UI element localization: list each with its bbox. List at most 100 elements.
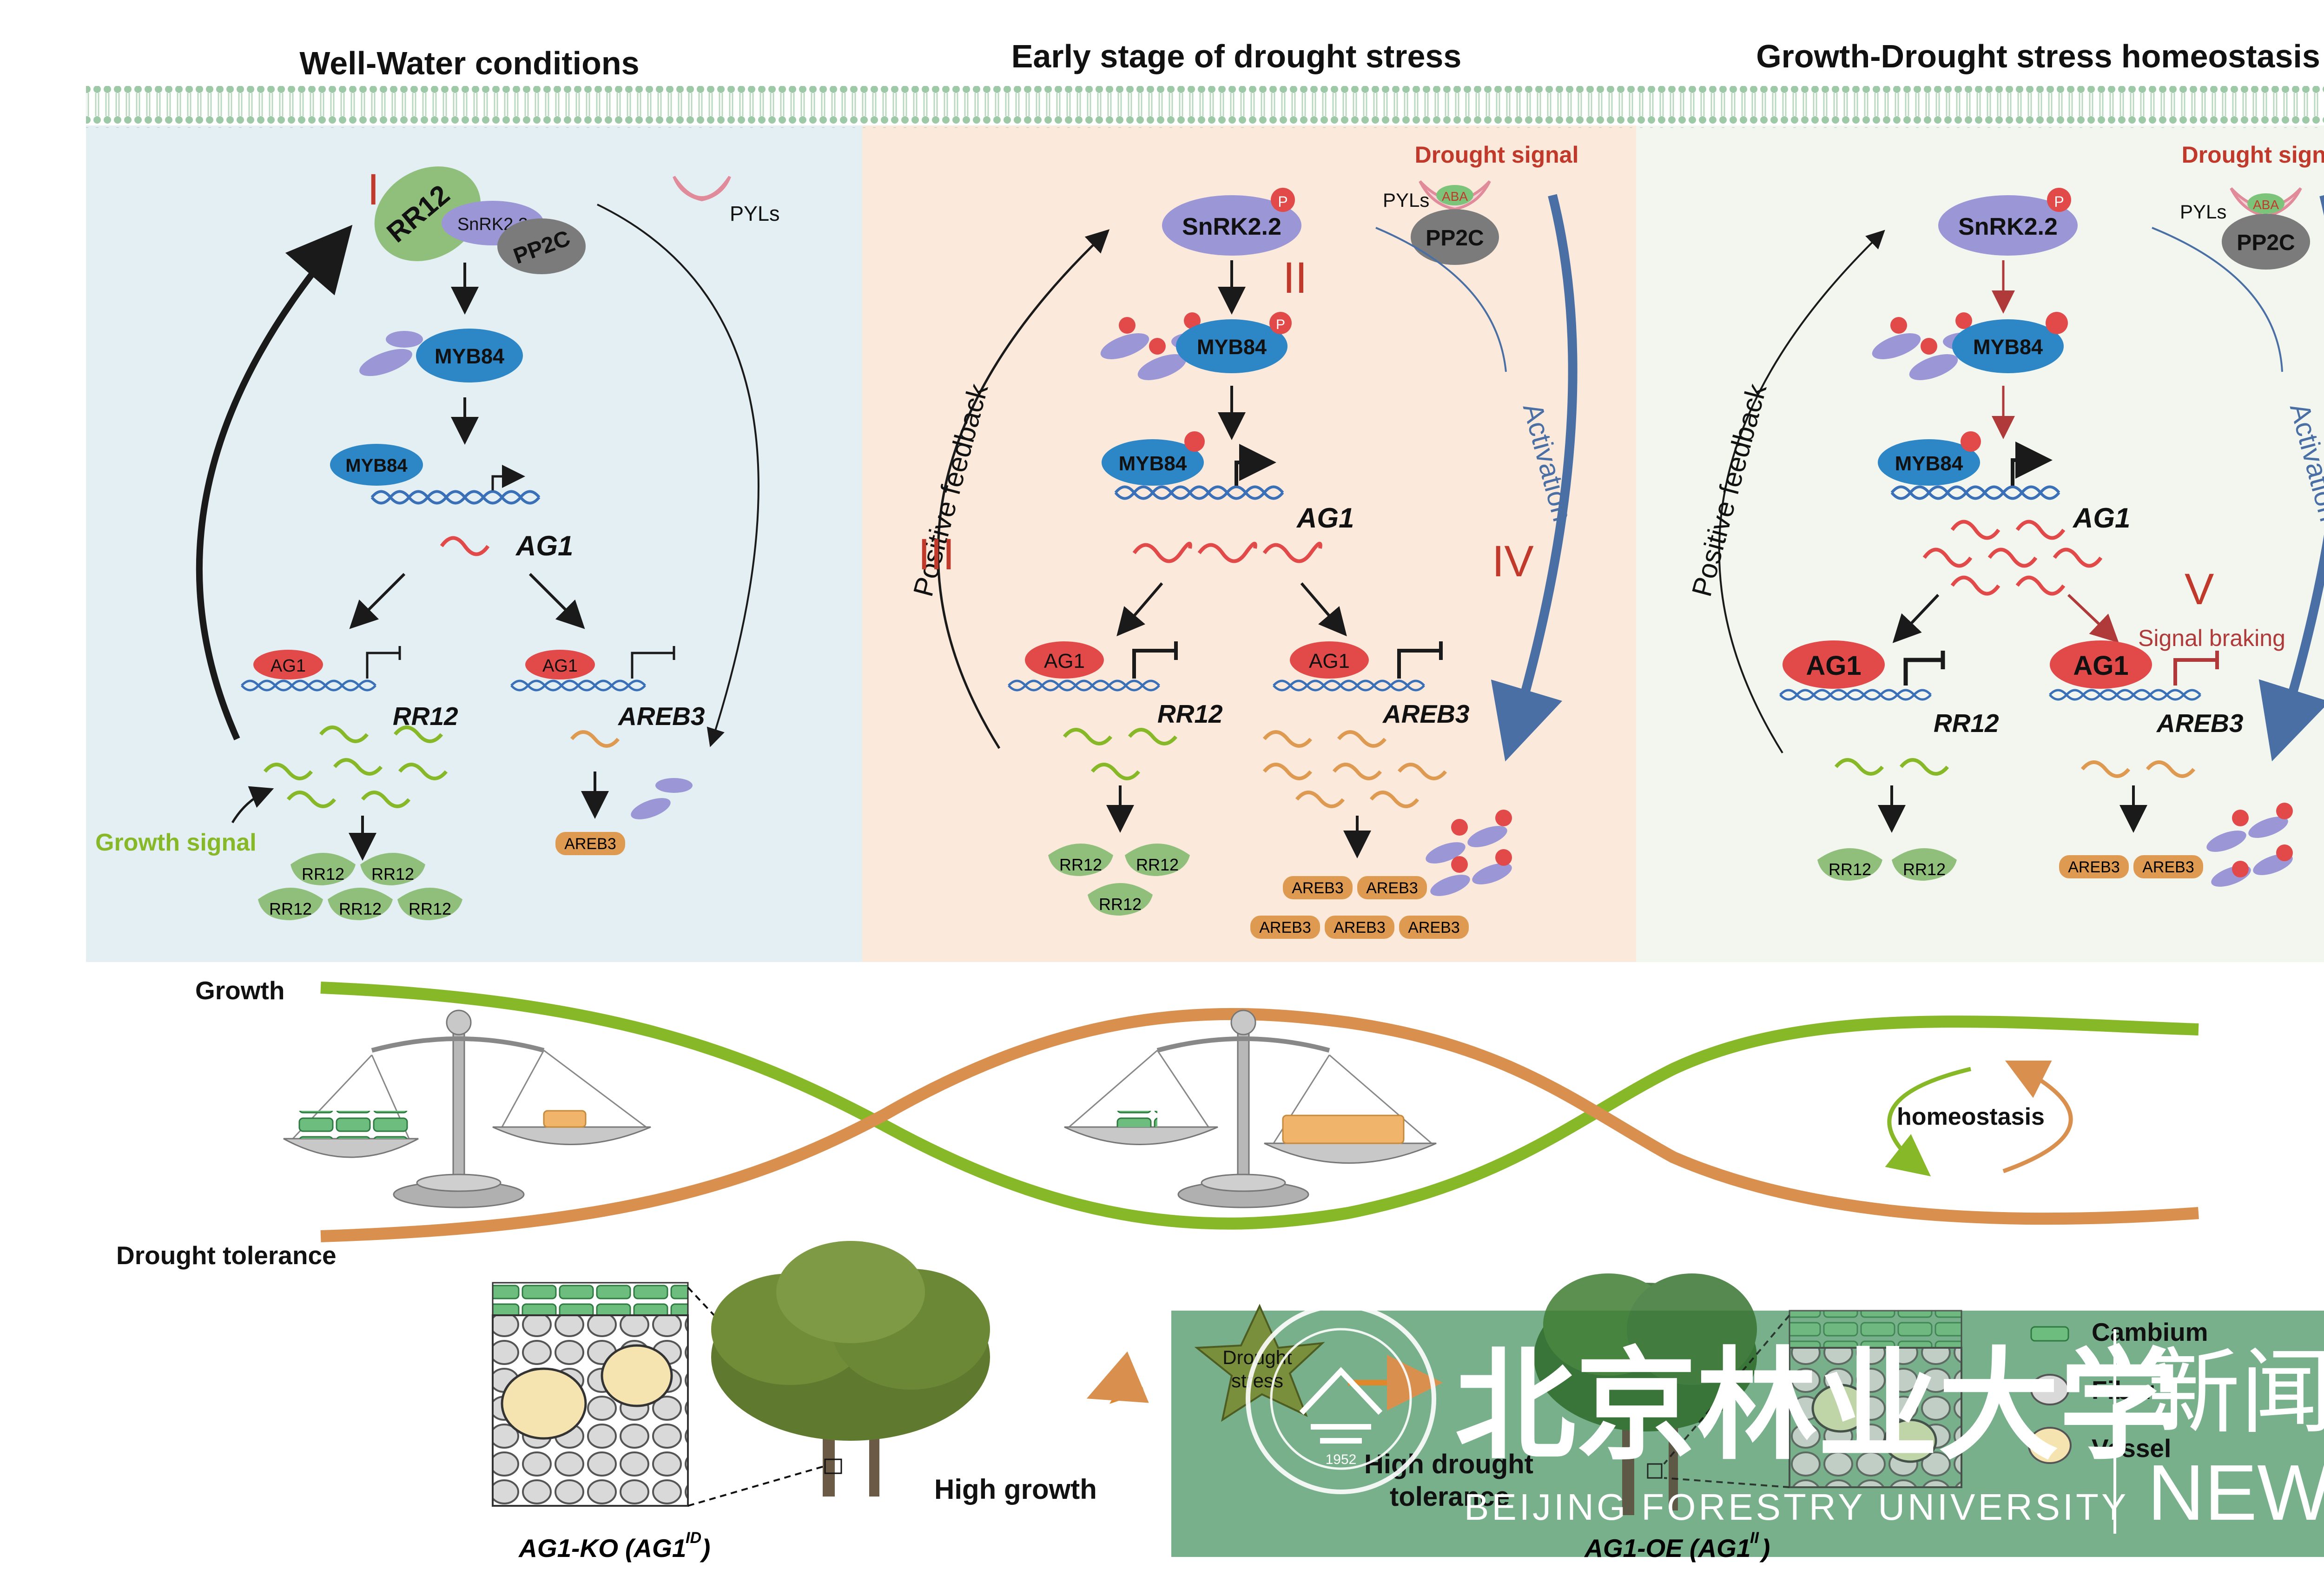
ag1-protein	[1025, 641, 1104, 679]
rr12-label: RR12	[302, 864, 344, 884]
ag1-label: AG1	[1044, 650, 1085, 673]
pyls-label: PYLs	[2180, 201, 2226, 223]
cambium-layer	[492, 1282, 689, 1316]
areb3-label: AREB3	[1366, 879, 1418, 897]
tree-oe	[1534, 1273, 1757, 1515]
rr12-label: RR12	[1059, 855, 1102, 874]
panel-1: I RR12 SnRK2.2 PP2C PYLs MYB84 MYB84 AG1	[95, 165, 780, 920]
myb84-label: MYB84	[435, 344, 504, 368]
areb3-label: AREB3	[1334, 919, 1386, 936]
arrow	[1300, 582, 1347, 637]
repression-symbol	[1132, 641, 1178, 679]
numeral-III: III	[918, 530, 955, 579]
rr12-protein-cluster	[258, 853, 462, 920]
wood-section-oe	[1663, 1310, 1962, 1488]
growth-curve	[320, 982, 2199, 1230]
homeostasis-arrow-green	[1885, 1067, 1972, 1177]
rr12-label: RR12	[1829, 860, 1871, 879]
dna-strand	[1008, 679, 1160, 692]
balance-scale-left	[283, 1009, 651, 1208]
homeostasis-arrow-orange	[2002, 1060, 2073, 1174]
rr12-gene-label: RR12	[1934, 709, 1999, 738]
vessel-cell	[601, 1344, 673, 1407]
rr12-gene-label: RR12	[393, 702, 458, 731]
snrk-fragment	[631, 798, 671, 819]
wood-section-ko: AG1-KO (AG1 ID )	[492, 1282, 833, 1563]
panel-1-title: Well-Water conditions	[299, 45, 639, 81]
ag1-label: AG1	[542, 656, 578, 676]
vessel-cell	[501, 1367, 587, 1440]
rr12-label: RR12	[1136, 855, 1179, 874]
ag1-label: AG1	[1309, 650, 1350, 673]
oe-sup: II	[1750, 1529, 1759, 1547]
activation-thin-arc	[2152, 227, 2283, 372]
pp2c-label: PP2C	[2237, 231, 2295, 255]
ko-paren-close: )	[700, 1534, 710, 1563]
numeral-II: II	[1283, 253, 1307, 303]
fiber-cells	[1789, 1347, 1962, 1488]
phospho-snrk-fragments	[2206, 803, 2293, 887]
drought-tolerance-label: Drought tolerance	[116, 1241, 337, 1270]
dna-strand	[241, 679, 376, 692]
snrk-fragment	[655, 778, 693, 793]
dna-strand	[2049, 689, 2201, 701]
repression-symbol	[631, 646, 675, 679]
myb84-bound	[1102, 439, 1204, 486]
repression-symbol	[1903, 651, 1945, 686]
ag1-mrna	[440, 536, 490, 556]
rr12-protein-cluster	[1048, 844, 1190, 916]
phospho-label: P	[2054, 193, 2064, 210]
myb84-bound	[1878, 439, 1980, 486]
drought-signal-label: Drought signal	[1415, 142, 1579, 168]
vessel-cell	[1811, 1384, 1870, 1433]
drought-blocks	[543, 1110, 587, 1128]
phospho-marker	[1269, 312, 1292, 334]
watermark-news-en: NEWS	[2147, 1449, 2324, 1537]
activation-arrow	[1491, 194, 1578, 762]
legend-fiber-swatch	[2030, 1374, 2069, 1405]
legend-cambium: Cambium	[2092, 1318, 2208, 1346]
growth-label: Growth	[195, 976, 284, 1005]
numeral-IV: IV	[1492, 537, 1534, 586]
myb84-protein	[1952, 319, 2064, 373]
watermark: 1952 北京林业大学 BEIJING FORESTRY UNIVERSITY …	[1246, 1304, 2324, 1537]
myb84-bound-label: MYB84	[1119, 452, 1187, 475]
myb84-protein	[1176, 319, 1287, 373]
legend-vessel-swatch	[2028, 1427, 2072, 1464]
areb3-label: AREB3	[1292, 879, 1344, 897]
balance-scale-right	[1064, 1009, 1437, 1208]
phospho-label: P	[1276, 317, 1285, 332]
myb84-bound-label: MYB84	[1895, 452, 1963, 475]
phospho-marker	[1961, 431, 1981, 452]
oe-paren: (AG1	[1690, 1534, 1750, 1563]
areb3-gene-label: AREB3	[617, 702, 705, 731]
dna-strand	[1779, 689, 1932, 701]
signal-braking-label: Signal braking	[2138, 625, 2285, 651]
activation-arrow	[2258, 195, 2324, 762]
rr12-label: RR12	[339, 899, 382, 918]
growth-blocks	[297, 1111, 409, 1139]
phospho-snrk-fragments	[1426, 810, 1512, 896]
drought-signal-label: Drought signal	[2182, 142, 2324, 168]
areb3-label: AREB3	[564, 835, 616, 853]
areb3-label: AREB3	[2068, 858, 2120, 876]
snrk22-protein	[1162, 195, 1301, 256]
ag1-mrna-group	[1922, 520, 2103, 596]
areb3-label: AREB3	[1408, 919, 1460, 936]
rr12-gene-label: RR12	[1157, 699, 1223, 728]
drought-tolerance-curve	[320, 1008, 2199, 1242]
pp2c-protein	[2222, 214, 2310, 270]
ag1-gene-label: AG1	[1296, 502, 1354, 534]
repression-symbol	[2173, 651, 2219, 686]
pp2c-protein	[1411, 209, 1499, 265]
ag1-protein	[525, 650, 595, 679]
numeral-I: I	[367, 165, 379, 214]
high-drought-label-2: tolerance	[1390, 1482, 1510, 1512]
rr12-mrna-group	[263, 725, 448, 808]
high-growth-label: High growth	[934, 1474, 1097, 1505]
watermark-news-cn: 新闻	[2147, 1341, 2324, 1444]
ko-sup: ID	[686, 1529, 701, 1547]
rr12-mrna-group	[1834, 758, 1949, 776]
